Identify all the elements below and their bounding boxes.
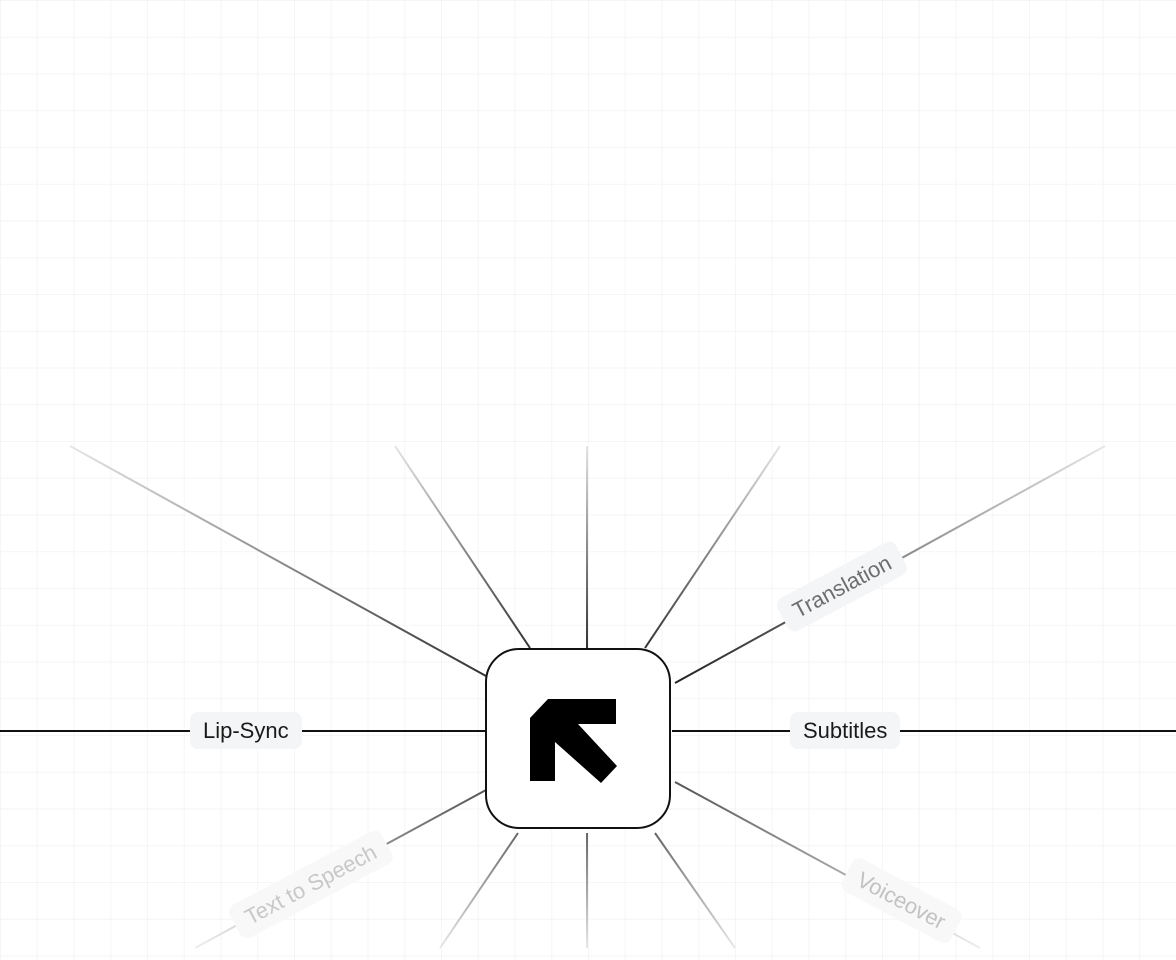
ray-up-1 bbox=[394, 445, 531, 649]
ray-up-left bbox=[69, 445, 487, 677]
ray-down-1 bbox=[439, 832, 519, 949]
arrow-up-left-icon bbox=[530, 698, 617, 783]
ray-up-3 bbox=[644, 445, 781, 649]
ray-down-3 bbox=[654, 832, 736, 949]
label-subtitles: Subtitles bbox=[790, 712, 901, 750]
hub-node[interactable] bbox=[485, 648, 671, 829]
label-lip-sync: Lip-Sync bbox=[190, 712, 302, 750]
